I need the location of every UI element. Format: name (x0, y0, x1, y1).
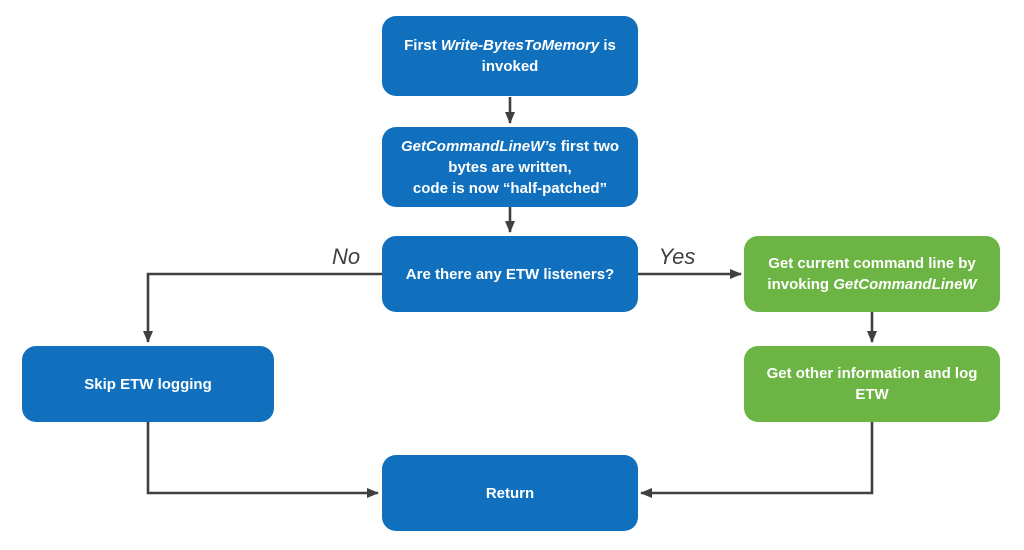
node-text-italic: Write-BytesToMemory (440, 37, 600, 54)
arrow-logetw-to-return (640, 422, 874, 498)
node-label: Get current command line by invoking Get… (762, 253, 982, 295)
node-text-segment: First (404, 37, 441, 54)
node-label: Skip ETW logging (84, 375, 212, 393)
node-text-segment: first two bytes are written, (448, 137, 620, 176)
arrow-skip-to-return (146, 422, 379, 498)
node-text-segment: is invoked (481, 37, 616, 75)
node-text-italic: GetCommandLineW (833, 276, 977, 293)
node-label: GetCommandLineW’s first two bytes are wr… (400, 136, 620, 199)
edge-label-yes: Yes (658, 244, 696, 269)
node-first-write-bytes-invoked: First Write-BytesToMemory is invoked (382, 16, 638, 96)
node-label: Return (485, 484, 535, 502)
node-log-etw: Get other information and log ETW (744, 346, 1000, 422)
node-text-segment: Get current command line by invoking (767, 255, 976, 293)
node-label: Are there any ETW listeners? (405, 265, 615, 283)
arrow-no-to-skip (143, 272, 382, 343)
edge-label-no: No (331, 244, 361, 269)
node-label: First Write-BytesToMemory is invoked (400, 35, 620, 77)
node-skip-etw-logging: Skip ETW logging (22, 346, 274, 422)
node-etw-listeners-decision: Are there any ETW listeners? (382, 236, 638, 312)
node-get-command-line: Get current command line by invoking Get… (744, 236, 1000, 312)
node-half-patched: GetCommandLineW’s first two bytes are wr… (382, 127, 638, 207)
node-text-segment: code is now “half-patched” (412, 179, 608, 197)
node-text-italic: GetCommandLineW’s (400, 137, 557, 155)
node-return: Return (382, 455, 638, 531)
node-label: Get other information and log ETW (766, 365, 978, 403)
